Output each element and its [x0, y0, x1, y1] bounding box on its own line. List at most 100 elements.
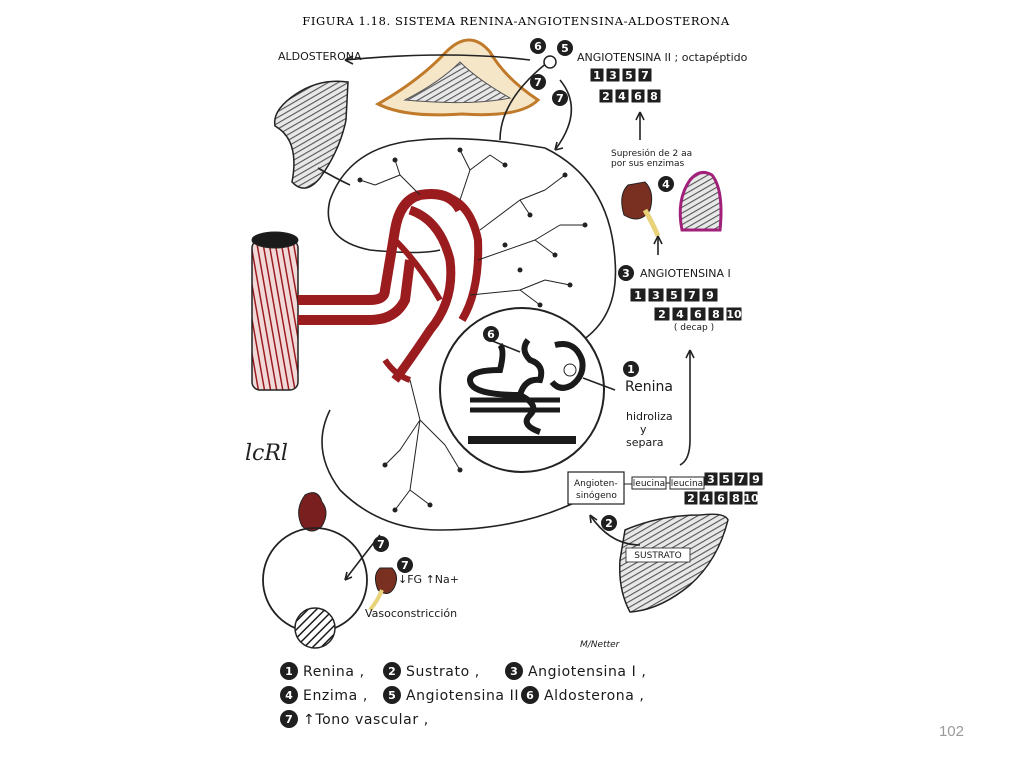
- legend-item-5: 5 Angiotensina II ,: [383, 686, 529, 704]
- svg-text:6: 6: [717, 492, 725, 505]
- svg-text:10: 10: [743, 492, 759, 505]
- slide-number: 102: [938, 723, 964, 740]
- nephron-inset: [439, 307, 605, 473]
- svg-text:2: 2: [605, 517, 613, 530]
- svg-text:4: 4: [285, 689, 293, 702]
- svg-text:2: 2: [388, 665, 396, 678]
- badge-7-bottom-b: 7: [397, 557, 413, 573]
- svg-text:6: 6: [534, 40, 542, 53]
- sustrato-label: SUSTRATO: [634, 551, 681, 561]
- svg-text:5: 5: [388, 689, 396, 702]
- svg-text:2: 2: [602, 90, 610, 103]
- svg-text:9: 9: [752, 473, 760, 486]
- svg-text:3: 3: [609, 69, 617, 82]
- leucina-2: leucina: [671, 479, 703, 489]
- a2-box-5: 5: [622, 68, 636, 82]
- svg-text:3: 3: [707, 473, 715, 486]
- lung-gland-illustration: [678, 170, 723, 232]
- badge-7-top-b: 7: [552, 90, 568, 106]
- svg-text:9: 9: [706, 289, 714, 302]
- svg-text:3: 3: [510, 665, 518, 678]
- a1-box-3: 3: [648, 288, 664, 302]
- svg-text:3: 3: [652, 289, 660, 302]
- a2-box-3: 3: [606, 68, 620, 82]
- svg-text:3: 3: [622, 267, 630, 280]
- svg-text:8: 8: [732, 492, 740, 505]
- chain-box-5: 5: [719, 472, 733, 486]
- renal-artery-illustration: [251, 189, 483, 391]
- capillary-dots: [357, 147, 588, 513]
- renina-label: Renina: [625, 379, 673, 395]
- svg-text:6: 6: [487, 328, 495, 341]
- svg-text:Renina ,: Renina ,: [303, 664, 365, 680]
- vasoconstriccion-label: Vasoconstricción: [365, 607, 457, 620]
- a2-box-1: 1: [590, 68, 604, 82]
- fg-na-label: ↓FG ↑Na+: [398, 573, 459, 586]
- aldosterona-label: ALDOSTERONA: [278, 50, 362, 63]
- chain-box-9: 9: [749, 472, 763, 486]
- angiotensina-i-label: ANGIOTENSINA I: [640, 267, 731, 280]
- a1-box-6: 6: [690, 307, 706, 321]
- angiotensina-ii-label: ANGIOTENSINA II ; octapéptido: [577, 51, 748, 64]
- a1-box-8: 8: [708, 307, 724, 321]
- svg-text:Angiotensina I ,: Angiotensina I ,: [528, 664, 646, 680]
- svg-text:7: 7: [641, 69, 649, 82]
- a2-box-4: 4: [615, 89, 629, 103]
- liver-illustration: SUSTRATO: [618, 513, 729, 613]
- svg-text:7: 7: [556, 92, 564, 105]
- svg-text:2: 2: [687, 492, 695, 505]
- svg-text:7: 7: [285, 713, 293, 726]
- angiotensinogen-label-2: sinógeno: [576, 490, 617, 501]
- kidney-outline: [321, 137, 617, 531]
- svg-text:7: 7: [377, 538, 385, 551]
- a2-box-7: 7: [638, 68, 652, 82]
- legend-item-4: 4 Enzima ,: [280, 686, 368, 704]
- svg-text:Angiotensina II ,: Angiotensina II ,: [406, 688, 529, 704]
- svg-text:6: 6: [634, 90, 642, 103]
- svg-text:4: 4: [662, 178, 670, 191]
- badge-7-bottom-a: 7: [373, 536, 389, 552]
- svg-text:7: 7: [737, 473, 745, 486]
- badge-7-top-a: 7: [530, 74, 546, 90]
- chain-box-10: 10: [743, 491, 759, 505]
- svg-text:7: 7: [534, 76, 542, 89]
- lung-illustration: [273, 80, 349, 189]
- chain-box-8: 8: [729, 491, 743, 505]
- svg-text:4: 4: [676, 308, 684, 321]
- svg-text:6: 6: [694, 308, 702, 321]
- heart-kidney-organ: [262, 492, 368, 649]
- svg-text:1: 1: [593, 69, 601, 82]
- a1-box-2: 2: [654, 307, 670, 321]
- figure-title: FIGURA 1.18. SISTEMA RENINA-ANGIOTENSINA…: [302, 14, 730, 28]
- a2-box-8: 8: [647, 89, 661, 103]
- svg-text:10: 10: [726, 308, 742, 321]
- badge-6-inset: 6: [483, 326, 499, 342]
- supresion-line-1: Supresión de 2 aa: [611, 148, 692, 159]
- svg-text:5: 5: [722, 473, 730, 486]
- chain-box-4: 4: [699, 491, 713, 505]
- badge-3: 3: [618, 265, 634, 281]
- hidroliza-label: hidroliza: [626, 410, 673, 423]
- svg-text:Enzima ,: Enzima ,: [303, 688, 368, 704]
- a2-box-2: 2: [599, 89, 613, 103]
- small-kidney: [368, 567, 398, 612]
- adrenal-gland-illustration: [374, 38, 541, 117]
- badge-1: 1: [623, 361, 639, 377]
- netter-signature: M/Netter: [580, 640, 621, 650]
- svg-text:8: 8: [712, 308, 720, 321]
- chain-box-3: 3: [704, 472, 718, 486]
- a1-box-1: 1: [630, 288, 646, 302]
- svg-text:6: 6: [526, 689, 534, 702]
- badge-5-top: 5: [557, 40, 573, 56]
- kidney-enzyme-illustration: [621, 181, 661, 237]
- svg-text:5: 5: [561, 42, 569, 55]
- svg-text:7: 7: [688, 289, 696, 302]
- a1-box-5: 5: [666, 288, 682, 302]
